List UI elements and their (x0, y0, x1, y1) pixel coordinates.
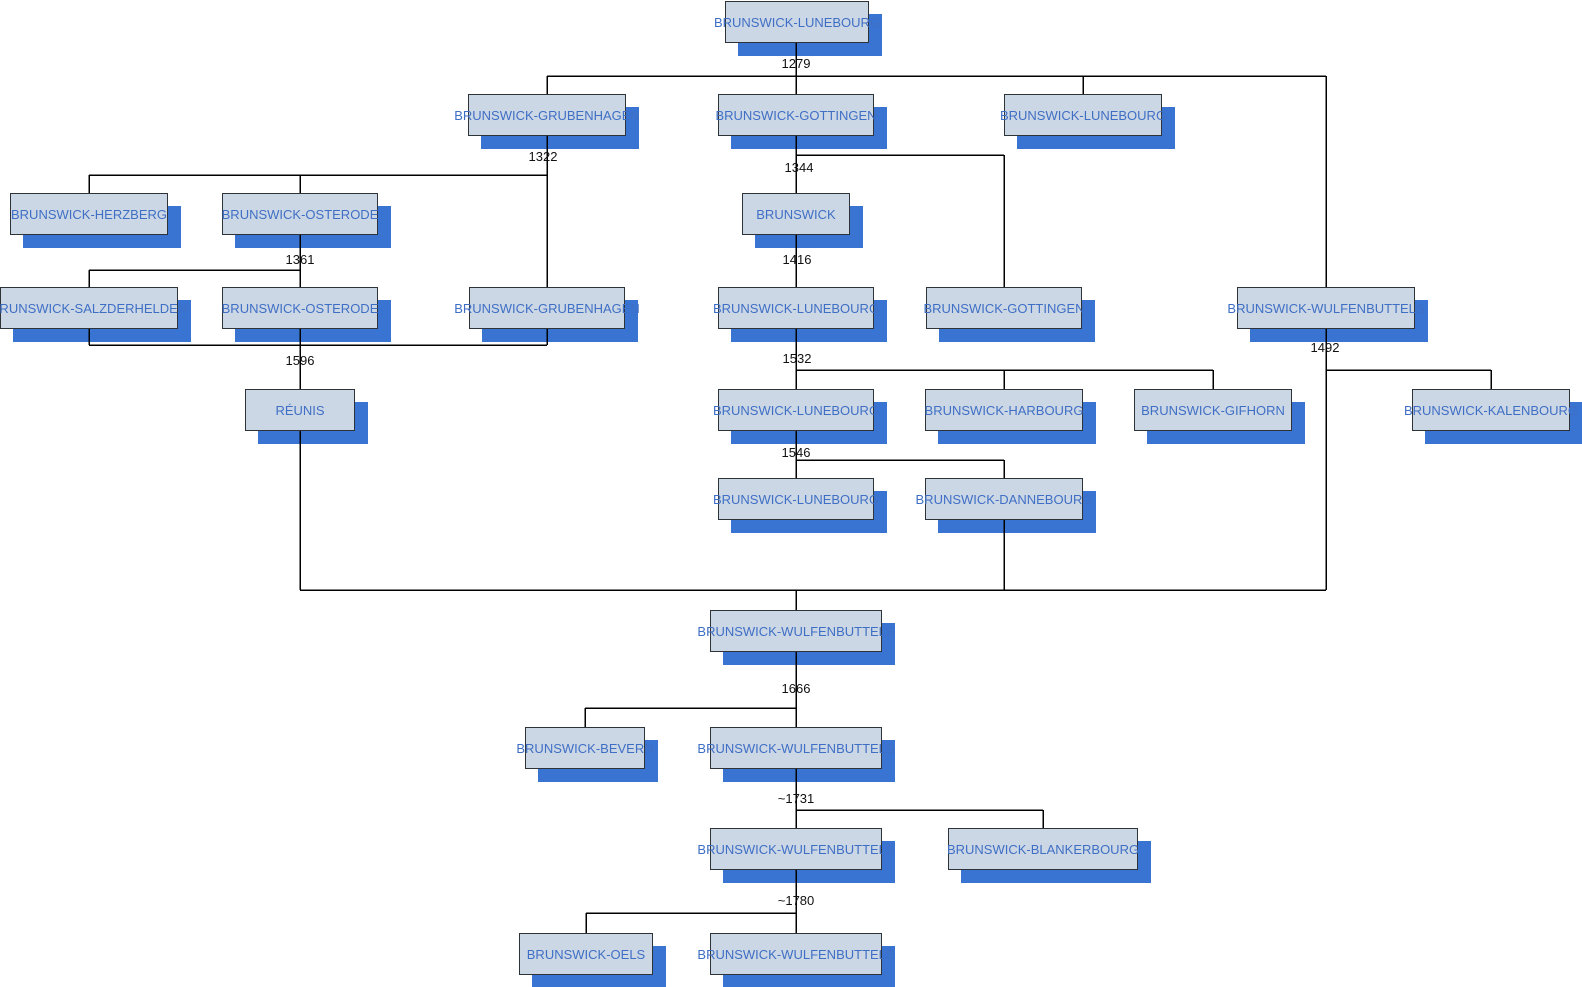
date-label-1344: 1344 (784, 160, 814, 175)
date-label-1361: 1361 (285, 252, 315, 267)
date-label-1322: 1322 (528, 149, 558, 164)
date-label-1546: 1546 (781, 445, 811, 460)
date-label-1416: 1416 (782, 252, 812, 267)
date-label-1279: 1279 (781, 56, 811, 71)
date-label-1596: 1596 (285, 353, 315, 368)
date-label-1780: ~1780 (777, 893, 815, 908)
date-label-1666: 1666 (781, 681, 811, 696)
date-label-1532: 1532 (782, 351, 812, 366)
date-label-1492: 1492 (1310, 340, 1340, 355)
date-label-1731: ~1731 (777, 791, 815, 806)
